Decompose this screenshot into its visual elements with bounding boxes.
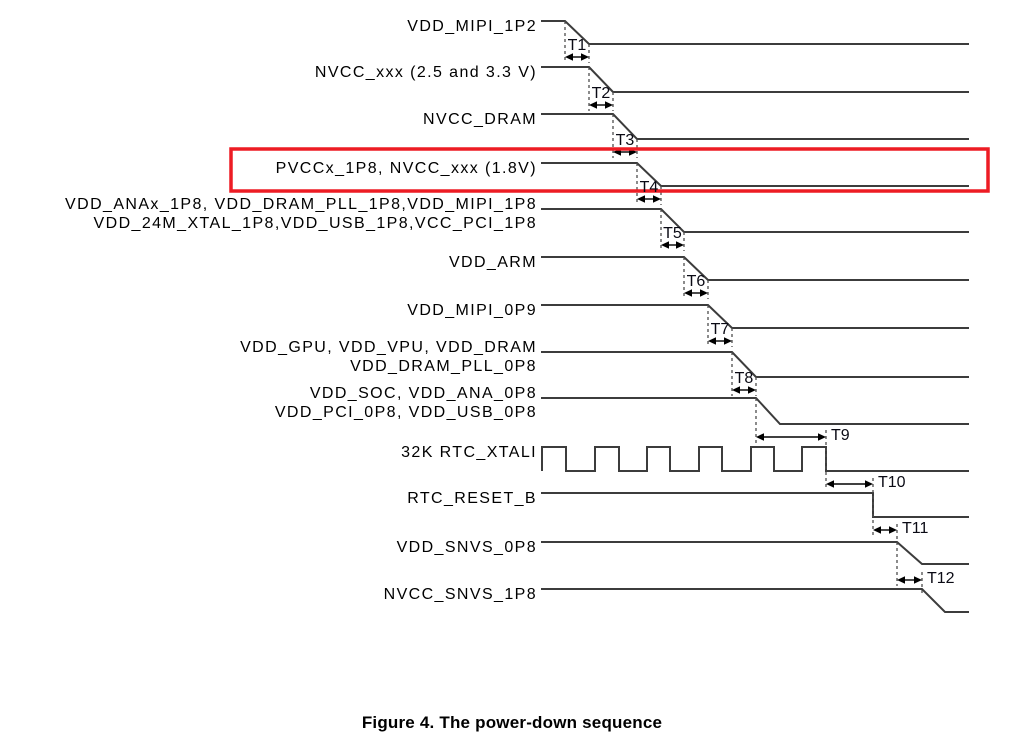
signal-label-vdd-arm: VDD_ARM bbox=[449, 253, 537, 272]
waveform-vdd-mipi-0p9 bbox=[541, 304, 969, 329]
signal-label-line: VDD_DRAM_PLL_0P8 bbox=[350, 358, 537, 375]
waveform-nvcc-xxx-2p5-3p3 bbox=[541, 66, 969, 93]
timing-arrow-t11 bbox=[873, 526, 897, 534]
signal-label-vdd-gpu-vpu-dram: VDD_GPU, VDD_VPU, VDD_DRAM VDD_DRAM_PLL_0… bbox=[240, 338, 537, 376]
signal-label-line: VDD_ANAx_1P8, VDD_DRAM_PLL_1P8,VDD_MIPI_… bbox=[65, 196, 537, 213]
timing-label-t12: T12 bbox=[927, 570, 955, 587]
waveform-nvcc-snvs-1p8 bbox=[541, 588, 969, 613]
waveform-vdd-soc-0p8-group bbox=[541, 397, 969, 425]
timing-label-t11: T11 bbox=[902, 520, 929, 537]
signal-label-line: VDD_MIPI_0P9 bbox=[407, 301, 537, 319]
signal-label-line: VDD_SOC, VDD_ANA_0P8 bbox=[309, 385, 537, 402]
timing-arrow-t7 bbox=[708, 337, 732, 345]
signal-label-rtc-xtali-32k: 32K RTC_XTALI bbox=[401, 443, 537, 462]
timing-label-t8: T8 bbox=[734, 370, 754, 387]
timing-arrow-t10 bbox=[826, 480, 873, 488]
signal-label-line: RTC_RESET_B bbox=[407, 489, 537, 507]
signal-label-vdd-snvs-0p8: VDD_SNVS_0P8 bbox=[397, 538, 537, 557]
waveform-rtc-xtali-32k bbox=[541, 446, 969, 472]
timing-label-t4: T4 bbox=[639, 179, 659, 196]
figure-caption: Figure 4. The power-down sequence bbox=[361, 713, 663, 732]
signal-label-vdd-mipi-0p9: VDD_MIPI_0P9 bbox=[407, 301, 537, 320]
timing-arrow-t4 bbox=[637, 195, 661, 203]
signal-label-line: 32K RTC_XTALI bbox=[401, 443, 537, 461]
timing-label-t3: T3 bbox=[615, 132, 635, 149]
signal-label-line: VDD_GPU, VDD_VPU, VDD_DRAM bbox=[240, 339, 537, 356]
signal-label-vdd-mipi-1p2: VDD_MIPI_1P2 bbox=[407, 17, 537, 36]
signal-label-line: VDD_PCI_0P8, VDD_USB_0P8 bbox=[274, 404, 537, 421]
timing-arrow-t1 bbox=[565, 53, 589, 61]
waveform-vdd-arm bbox=[541, 256, 969, 281]
timing-arrow-t8 bbox=[732, 386, 756, 394]
waveform-pvccx-1p8-nvcc-1p8 bbox=[541, 162, 969, 187]
signal-label-line: NVCC_DRAM bbox=[423, 110, 537, 128]
signal-label-nvcc-xxx-2p5-3p3: NVCC_xxx (2.5 and 3.3 V) bbox=[315, 63, 537, 82]
waveform-nvcc-dram bbox=[541, 113, 969, 140]
signal-label-line: VDD_ARM bbox=[448, 253, 537, 271]
waveform-rtc-reset-b bbox=[541, 492, 969, 518]
waveform-vdd-gpu-vpu-dram bbox=[541, 351, 969, 378]
timing-label-t9: T9 bbox=[831, 427, 850, 444]
signal-label-line: VDD_MIPI_1P2 bbox=[407, 17, 537, 35]
highlight-box bbox=[229, 147, 990, 193]
signal-label-pvccx-1p8-nvcc-1p8: PVCCx_1P8, NVCC_xxx (1.8V) bbox=[276, 159, 537, 178]
timing-label-t7: T7 bbox=[710, 321, 730, 338]
timing-arrow-t2 bbox=[589, 101, 613, 109]
timing-label-t10: T10 bbox=[878, 474, 906, 491]
timing-arrow-t9 bbox=[756, 433, 826, 441]
timing-arrow-t5 bbox=[661, 241, 684, 249]
signal-label-nvcc-snvs-1p8: NVCC_SNVS_1P8 bbox=[384, 585, 537, 604]
timing-arrow-t6 bbox=[684, 289, 708, 297]
waveform-vdd-mipi-1p2 bbox=[541, 20, 969, 45]
timing-label-t6: T6 bbox=[686, 273, 706, 290]
waveform-vdd-1p8-group bbox=[541, 208, 969, 233]
timing-label-t1: T1 bbox=[567, 37, 587, 54]
signal-label-rtc-reset-b: RTC_RESET_B bbox=[407, 489, 537, 508]
timing-label-t5: T5 bbox=[663, 225, 682, 242]
waveform-vdd-snvs-0p8 bbox=[541, 541, 969, 565]
signal-label-nvcc-dram: NVCC_DRAM bbox=[423, 110, 537, 129]
timing-label-t2: T2 bbox=[591, 85, 611, 102]
signal-label-line: VDD_SNVS_0P8 bbox=[396, 538, 537, 556]
signal-label-line: PVCCx_1P8, NVCC_xxx (1.8V) bbox=[275, 159, 537, 177]
signal-label-line: NVCC_SNVS_1P8 bbox=[383, 585, 537, 603]
timing-arrow-t12 bbox=[897, 576, 922, 584]
signal-label-vdd-1p8-group: VDD_ANAx_1P8, VDD_DRAM_PLL_1P8,VDD_MIPI_… bbox=[65, 195, 537, 233]
signal-label-line: VDD_24M_XTAL_1P8,VDD_USB_1P8,VCC_PCI_1P8 bbox=[93, 215, 537, 232]
signal-label-line: NVCC_xxx (2.5 and 3.3 V) bbox=[314, 63, 537, 81]
